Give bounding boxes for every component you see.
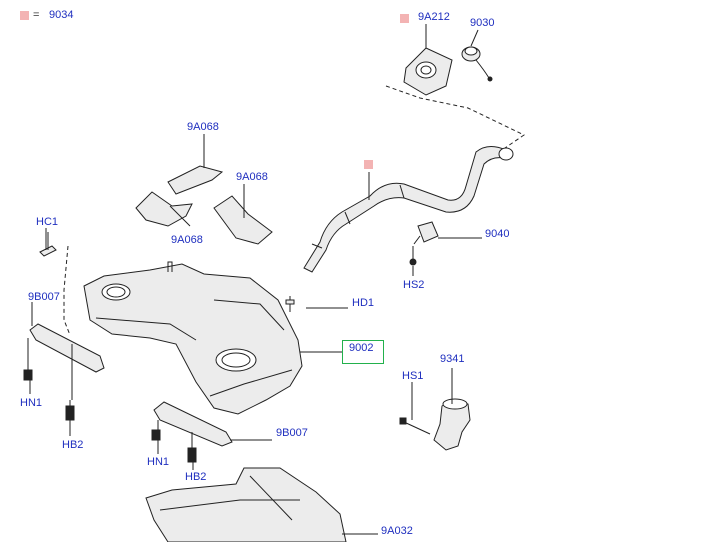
filler-cap-housing[interactable]	[403, 47, 453, 96]
label-hs2[interactable]: HS2	[403, 279, 425, 291]
label-hn1-bottom[interactable]: HN1	[147, 456, 170, 468]
label-hb2-bottom[interactable]: HB2	[185, 471, 207, 483]
label-9341[interactable]: 9341	[440, 353, 465, 365]
bolt-hb2-bottom[interactable]	[187, 447, 197, 463]
legend-equals: =	[33, 9, 40, 21]
label-9040[interactable]: 9040	[485, 228, 510, 240]
label-9a068-top[interactable]: 9A068	[187, 121, 219, 133]
heat-shield-left[interactable]	[135, 191, 193, 227]
nut-hn1-bottom[interactable]	[151, 429, 161, 441]
label-hs1[interactable]: HS1	[402, 370, 424, 382]
marker-9a212-icon	[400, 14, 409, 23]
label-9b007-bottom[interactable]: 9B007	[276, 427, 308, 439]
heat-shield-right[interactable]	[213, 195, 273, 245]
legend-marker-icon	[20, 11, 29, 20]
bolt-hb2-left[interactable]	[65, 400, 75, 421]
legend-part-label: 9034	[49, 9, 74, 21]
label-9a212[interactable]: 9A212	[418, 11, 450, 23]
screw-hs2[interactable]	[409, 246, 417, 266]
leader-lines	[29, 24, 482, 535]
label-9a068-right[interactable]: 9A068	[236, 171, 268, 183]
label-9030[interactable]: 9030	[470, 17, 495, 29]
filler-pipe-bracket[interactable]	[413, 221, 439, 245]
hose-clamp-hd1[interactable]	[285, 296, 295, 312]
filler-pipe[interactable]	[303, 146, 514, 273]
fuel-tank[interactable]	[83, 261, 303, 415]
fuel-pump-module[interactable]	[433, 376, 471, 451]
heat-shield-top[interactable]	[167, 165, 224, 195]
label-hd1[interactable]: HD1	[352, 297, 375, 309]
nut-hn1-left[interactable]	[23, 369, 33, 381]
tank-strap-left[interactable]	[27, 323, 105, 400]
heat-shield-underbody[interactable]	[145, 467, 347, 542]
label-9002[interactable]: 9002	[349, 342, 374, 354]
highlight-box-9002	[342, 340, 384, 364]
dashed-guide-left	[63, 245, 71, 336]
fuel-cap[interactable]	[461, 46, 493, 82]
label-hc1[interactable]: HC1	[36, 216, 59, 228]
label-9a032[interactable]: 9A032	[381, 525, 413, 537]
screw-hs1[interactable]	[399, 417, 431, 435]
label-9b007-left[interactable]: 9B007	[28, 291, 60, 303]
dashed-cap-connector	[385, 85, 525, 149]
label-hb2-left[interactable]: HB2	[62, 439, 84, 451]
label-9a068-bottom[interactable]: 9A068	[171, 234, 203, 246]
tank-strap-bottom[interactable]	[153, 401, 233, 448]
clip-hc1[interactable]	[39, 232, 57, 257]
label-hn1-left[interactable]: HN1	[20, 397, 43, 409]
marker-filler-pipe-icon	[364, 160, 373, 169]
